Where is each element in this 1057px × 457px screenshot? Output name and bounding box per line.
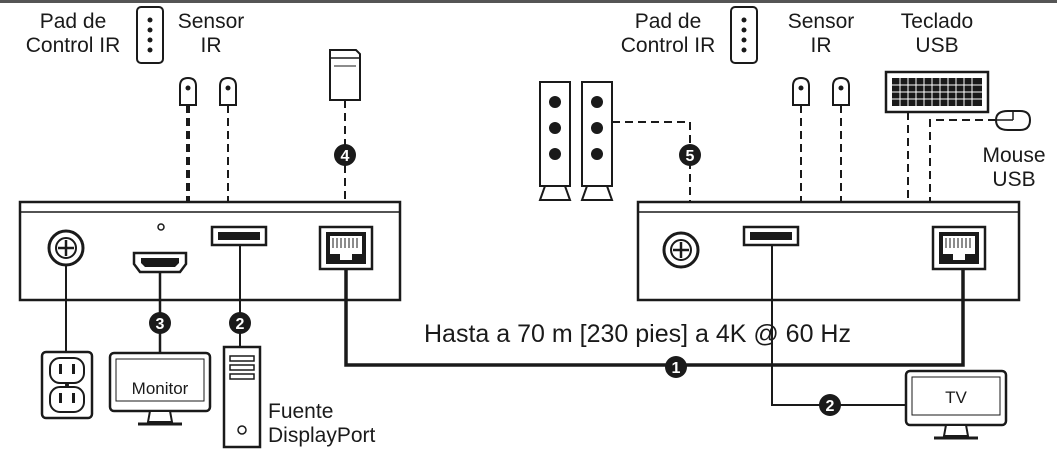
local-ir-pad-icon <box>136 6 164 64</box>
local-ir-pad-label-line2: Control IR <box>25 34 121 57</box>
top-border <box>0 0 1057 3</box>
local-ir-sensor-icon <box>179 76 237 106</box>
remote-ir-sensor-label-line2: IR <box>810 34 832 57</box>
marker-1: 1 <box>665 356 687 378</box>
mouse-label-line2: USB <box>992 168 1036 191</box>
cat-cable <box>344 269 965 367</box>
svg-text:2: 2 <box>826 398 835 415</box>
local-ir-sensor-label-line2: IR <box>200 34 222 57</box>
remote-ir-pad-label-line1: Pad de <box>634 10 702 33</box>
remote-ir-pad-label: Pad de Control IR <box>606 10 730 58</box>
marker-5: 5 <box>679 144 701 166</box>
remote-power-port-icon <box>662 231 700 269</box>
marker-3: 3 <box>149 312 171 334</box>
remote-ir-sensor-label-line1: Sensor <box>787 10 855 33</box>
local-ir-pad-label: Pad de Control IR <box>14 10 132 58</box>
local-ir-sensor-label: Sensor IR <box>166 10 256 58</box>
remote-dp-cable <box>771 245 906 406</box>
monitor-icon <box>108 351 212 426</box>
speakers-icon <box>538 81 614 201</box>
remote-displayport-icon <box>742 225 800 247</box>
audio-cable <box>612 121 691 202</box>
tv-icon <box>904 369 1008 440</box>
local-hdmi-port-icon <box>132 251 188 274</box>
svg-text:4: 4 <box>341 148 350 165</box>
remote-ir-sensor-label: Sensor IR <box>776 10 866 58</box>
local-usb-device-icon <box>329 49 361 101</box>
monitor-label: Monitor <box>131 379 189 398</box>
keyboard-label: Teclado USB <box>884 10 990 58</box>
marker-2-local: 2 <box>229 312 251 334</box>
source-label: Fuente DisplayPort <box>268 400 375 448</box>
mouse-cable <box>929 119 996 202</box>
source-label-line2: DisplayPort <box>268 424 376 447</box>
local-ir-sensor-label-line1: Sensor <box>177 10 245 33</box>
source-label-line1: Fuente <box>268 400 334 423</box>
keyboard-label-line2: USB <box>915 34 959 57</box>
mouse-label: Mouse USB <box>972 144 1056 192</box>
pc-tower-icon <box>222 345 262 449</box>
cable-distance-caption: Hasta a 70 m [230 pies] a 4K @ 60 Hz <box>424 320 851 348</box>
local-power-port-icon <box>47 229 85 267</box>
svg-text:1: 1 <box>672 360 681 377</box>
marker-4: 4 <box>334 144 356 166</box>
svg-text:5: 5 <box>686 148 695 165</box>
mouse-label-line1: Mouse <box>982 144 1046 167</box>
remote-ir-pad-icon <box>730 6 758 64</box>
wall-outlet-icon <box>40 350 94 420</box>
svg-text:2: 2 <box>236 316 245 333</box>
keyboard-icon <box>884 70 990 114</box>
remote-rj45-port-icon <box>931 225 987 271</box>
svg-text:3: 3 <box>156 316 165 333</box>
marker-2-remote: 2 <box>819 394 841 416</box>
keyboard-label-line1: Teclado <box>900 10 974 33</box>
remote-ir-sensor-icon <box>792 76 850 106</box>
tv-label: TV <box>945 388 967 407</box>
local-rj45-port-icon <box>318 225 374 271</box>
local-ir-pad-label-line1: Pad de <box>39 10 107 33</box>
local-displayport-icon <box>210 225 268 247</box>
remote-ir-pad-label-line2: Control IR <box>620 34 716 57</box>
mouse-icon <box>994 110 1032 131</box>
local-led-icon <box>157 223 165 231</box>
